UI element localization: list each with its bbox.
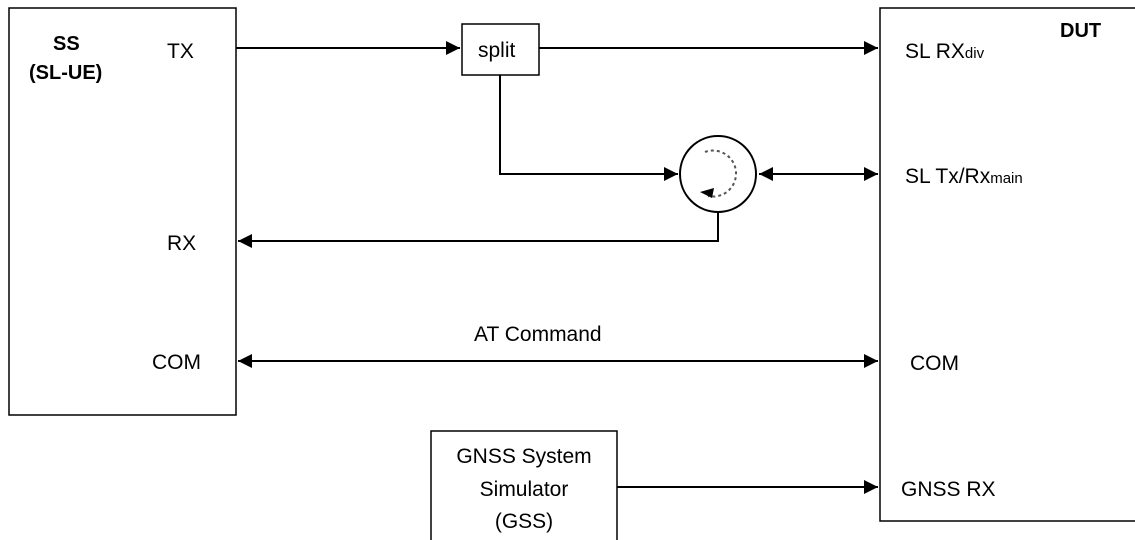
gss-line3: (GSS) — [494, 510, 554, 533]
ss-port-com: COM — [152, 351, 201, 374]
dut-port-gnss-rx: GNSS RX — [901, 478, 996, 501]
ss-box — [8, 7, 237, 416]
link-circulator-to-rx — [238, 212, 719, 248]
link-split-to-circulator — [499, 75, 678, 181]
ss-port-tx: TX — [167, 40, 194, 63]
ss-subtitle: (SL-UE) — [29, 62, 103, 84]
dut-title: DUT — [1060, 20, 1102, 42]
dut-port-sl-txrx: SL Tx/Rxmain — [905, 165, 1023, 188]
dut-box — [879, 7, 1135, 522]
ss-title: SS — [53, 33, 80, 55]
gss-box — [430, 430, 618, 540]
ss-port-rx: RX — [167, 232, 197, 255]
dut-port-sl-rx: SL RXdiv — [905, 40, 985, 63]
gss-line1: GNSS System — [456, 445, 592, 468]
dut-port-com: COM — [910, 352, 959, 375]
at-command-label: AT Command — [474, 323, 602, 346]
splitter-label: split — [478, 39, 516, 62]
gss-line2: Simulator — [479, 478, 569, 501]
circulator-icon — [679, 135, 757, 213]
